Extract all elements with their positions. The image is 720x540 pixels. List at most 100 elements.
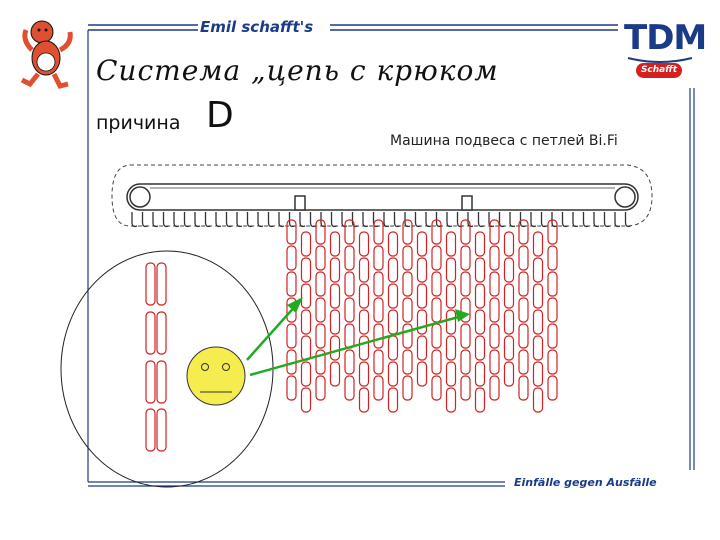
- hook: [603, 212, 610, 228]
- chain-link: [300, 361, 312, 387]
- chain-link: [373, 323, 384, 349]
- chain-link: [489, 245, 500, 271]
- chain-link: [503, 231, 515, 257]
- hook: [614, 212, 621, 228]
- smiley-icon: [186, 346, 246, 406]
- chain-link: [460, 323, 471, 349]
- chain-link: [460, 297, 471, 323]
- chain-link: [431, 323, 442, 349]
- chain-link: [402, 271, 413, 297]
- chain-link: [532, 283, 544, 309]
- chain-link: [547, 375, 558, 401]
- chain-link: [358, 361, 370, 387]
- chain-link: [286, 219, 297, 245]
- hook: [309, 212, 316, 228]
- chain-link: [387, 309, 399, 335]
- chain-link: [373, 245, 384, 271]
- chain-link: [344, 219, 355, 245]
- chain-link: [329, 335, 341, 361]
- chain-link: [518, 245, 529, 271]
- chain-link: [344, 323, 355, 349]
- chain-link: [460, 219, 471, 245]
- chain-link: [489, 349, 500, 375]
- chain-link: [315, 375, 326, 401]
- arrow-to-upper-chain: [246, 302, 299, 361]
- chain-link: [387, 335, 399, 361]
- chain-link: [474, 309, 486, 335]
- hook: [341, 212, 348, 228]
- chain-link: [489, 297, 500, 323]
- reason-label: причина: [96, 112, 181, 134]
- chain-link: [329, 257, 341, 283]
- chain-link: [286, 245, 297, 271]
- chain-link: [300, 387, 312, 413]
- machine-outline: [111, 164, 653, 227]
- chain-link: [532, 387, 544, 413]
- chain-link: [474, 335, 486, 361]
- chain-link: [460, 349, 471, 375]
- hook: [530, 212, 537, 228]
- chain-link: [518, 219, 529, 245]
- chain-link: [431, 349, 442, 375]
- chain-link: [474, 231, 486, 257]
- chain-link: [518, 323, 529, 349]
- hook: [582, 212, 589, 228]
- footer-slogan: Einfälle gegen Ausfälle: [514, 476, 657, 489]
- chain-link: [387, 283, 399, 309]
- hook: [593, 212, 600, 228]
- chain-link: [344, 245, 355, 271]
- chain-link: [402, 245, 413, 271]
- hook: [498, 212, 505, 228]
- chain-link: [532, 309, 544, 335]
- chain-link: [373, 271, 384, 297]
- chain-link: [518, 297, 529, 323]
- hook: [257, 212, 264, 228]
- chain-link: [445, 257, 457, 283]
- chain-link: [518, 375, 529, 401]
- chain-link: [547, 349, 558, 375]
- arrow-head-right: [455, 309, 470, 322]
- chain-link: [358, 387, 370, 413]
- reason-letter: D: [206, 95, 234, 136]
- chain-link: [402, 297, 413, 323]
- chain-link: [373, 349, 384, 375]
- chain-link: [431, 375, 442, 401]
- hook: [330, 212, 337, 228]
- hook: [404, 212, 411, 228]
- chain-link: [315, 323, 326, 349]
- chain-link: [402, 323, 413, 349]
- tdm-logo-text: TDM: [624, 18, 707, 58]
- hook: [194, 212, 201, 228]
- chain-link: [445, 309, 457, 335]
- chain-link: [315, 271, 326, 297]
- hook: [414, 212, 421, 228]
- hook: [540, 212, 547, 228]
- chain-link: [300, 335, 312, 361]
- chain-link: [387, 387, 399, 413]
- brand-name: Emil schafft's: [200, 18, 314, 36]
- chain-link: [416, 361, 428, 387]
- hook-row: [131, 212, 631, 228]
- hook: [456, 212, 463, 228]
- chain-link: [402, 349, 413, 375]
- chain-link: [315, 219, 326, 245]
- chain-link: [547, 271, 558, 297]
- chain-link: [416, 335, 428, 361]
- chain-link: [416, 257, 428, 283]
- chain-link: [431, 219, 442, 245]
- chain-link: [358, 257, 370, 283]
- chain-link: [286, 323, 297, 349]
- chain-link: [518, 271, 529, 297]
- hook: [246, 212, 253, 228]
- hook: [624, 212, 631, 228]
- chain-link: [300, 309, 312, 335]
- hook: [131, 212, 138, 228]
- hook: [183, 212, 190, 228]
- chain-link: [387, 231, 399, 257]
- chain-link: [489, 323, 500, 349]
- hook: [446, 212, 453, 228]
- hook: [141, 212, 148, 228]
- chain-link: [358, 309, 370, 335]
- chain-link: [315, 245, 326, 271]
- frame-lines: [87, 30, 695, 487]
